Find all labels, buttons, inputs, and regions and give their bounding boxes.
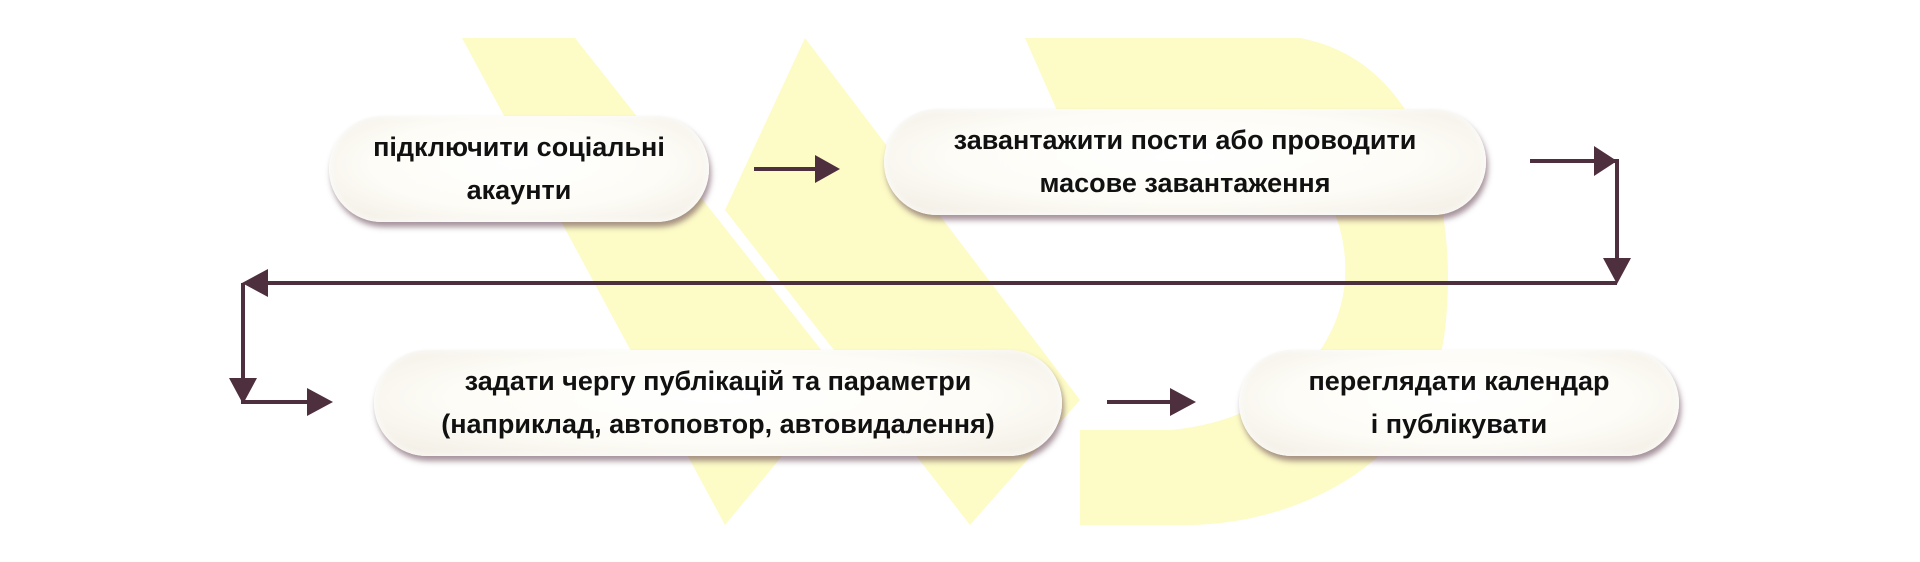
arrowhead-right-icon xyxy=(815,155,840,183)
arrowhead-down-icon xyxy=(229,378,257,404)
arrowhead-right-icon xyxy=(307,388,333,416)
arrowhead-down-icon xyxy=(1603,258,1631,284)
arrowhead-left-icon xyxy=(242,269,268,297)
step-view-calendar-publish: переглядати календар і публікувати xyxy=(1239,350,1679,456)
step-upload-posts: завантажити пости або проводити масове з… xyxy=(884,109,1486,215)
step-connect-accounts: підключити соціальні акаунти xyxy=(329,116,709,222)
arrowhead-right-icon xyxy=(1170,388,1196,416)
arrowhead-right-icon xyxy=(1594,146,1617,176)
step-set-publication-queue: задати чергу публікацій та параметри (на… xyxy=(374,350,1062,456)
arrow-step2-to-return xyxy=(1530,159,1619,268)
